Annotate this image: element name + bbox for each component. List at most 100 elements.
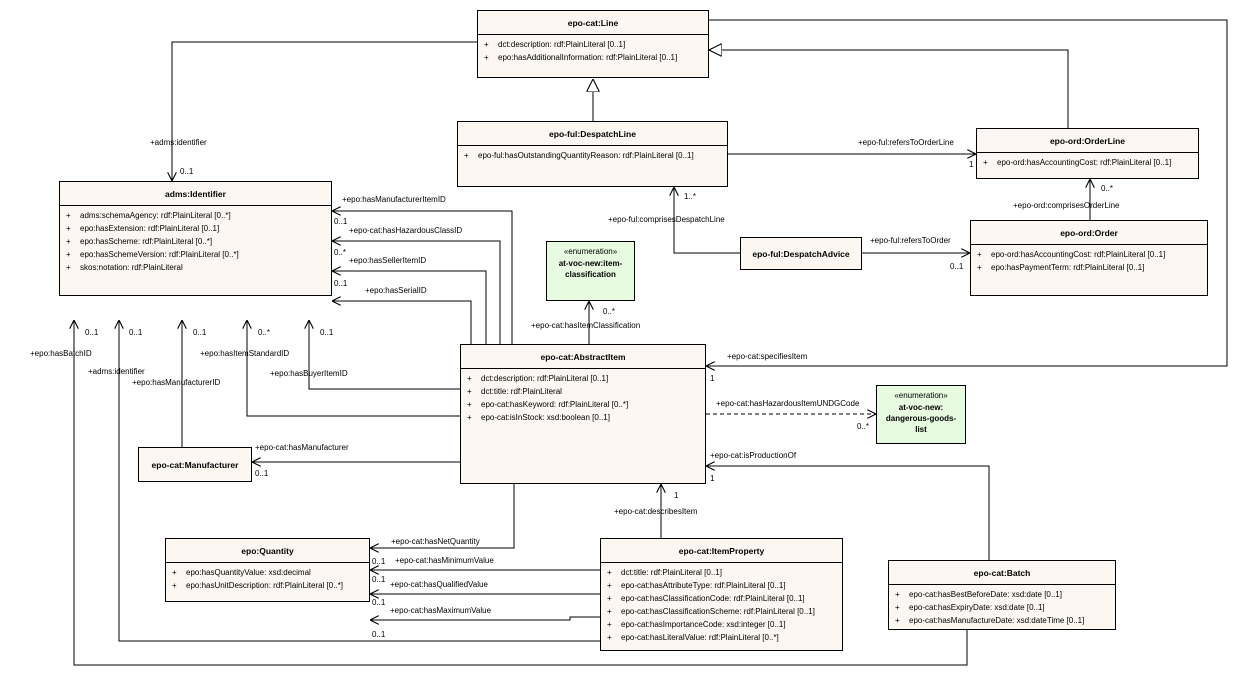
role-label: +epo-cat:hasItemClassification	[531, 321, 641, 330]
multiplicity-label: 0..1	[334, 279, 348, 288]
role-label: +epo-cat:describesItem	[614, 507, 698, 516]
class-order[interactable]: epo-ord:Order +epo-ord:hasAccountingCost…	[970, 220, 1208, 296]
class-despatch-advice-name: epo-ful:DespatchAdvice	[752, 248, 850, 259]
attribute: epo-cat:hasExpiryDate: xsd:date [0..1]	[909, 603, 1045, 612]
attribute: epo-cat:hasLiteralValue: rdf:PlainLitera…	[621, 633, 779, 642]
class-item-property-name: epo-cat:ItemProperty	[601, 539, 842, 563]
enum-dangerous-goods-list[interactable]: «enumeration» at-voc-new: dangerous-good…	[876, 385, 966, 444]
class-line[interactable]: epo-cat:Line +dct:description: rdf:Plain…	[477, 10, 709, 78]
class-item-property[interactable]: epo-cat:ItemProperty +dct:title: rdf:Pla…	[600, 538, 843, 651]
edge-has-manufacturer-item-id	[332, 211, 513, 344]
attribute: epo:hasUnitDescription: rdf:PlainLiteral…	[186, 581, 343, 590]
attribute: dct:title: rdf:PlainLiteral	[481, 387, 562, 396]
attribute: epo-cat:hasImportanceCode: xsd:integer […	[621, 620, 786, 629]
attribute: epo:hasExtension: rdf:PlainLiteral [0..1…	[80, 224, 220, 233]
class-quantity[interactable]: epo:Quantity +epo:hasQuantityValue: xsd:…	[165, 538, 370, 602]
class-manufacturer-name: epo-cat:Manufacturer	[151, 459, 239, 470]
role-label: +epo:hasSellerItemID	[349, 256, 427, 265]
multiplicity-label: 0..1	[193, 328, 207, 337]
edge-has-seller-item-id	[332, 271, 487, 344]
role-label: +epo-cat:hasHazardousClassID	[349, 226, 463, 235]
edge-has-serial-id	[332, 301, 472, 344]
attribute: epo-ord:hasAccountingCost: rdf:PlainLite…	[997, 158, 1172, 167]
multiplicity-label: 0..*	[1101, 184, 1114, 193]
role-label: +epo-cat:hasManufacturer	[255, 443, 349, 452]
attribute: adms:schemaAgency: rdf:PlainLiteral [0..…	[80, 211, 231, 220]
edge-line-identifier	[172, 41, 477, 181]
class-abstract-item[interactable]: epo-cat:AbstractItem +dct:description: r…	[460, 344, 706, 484]
multiplicity-label: 1	[710, 474, 715, 483]
role-label: +epo-ful:refersToOrderLine	[858, 138, 954, 147]
enum-item-classification-name: at-voc-new:item-classification	[558, 259, 623, 279]
multiplicity-label: 0..1	[85, 328, 99, 337]
role-label: +epo-ord:comprisesOrderLine	[1013, 201, 1120, 210]
multiplicity-label: 1	[710, 374, 715, 383]
role-label: +epo-cat:hasNetQuantity	[391, 537, 480, 546]
role-label: +epo:hasItemStandardID	[200, 349, 290, 358]
class-line-name: epo-cat:Line	[478, 11, 708, 35]
edge-is-production-of	[706, 466, 990, 560]
edge-has-maximum-value	[370, 617, 600, 620]
class-order-name: epo-ord:Order	[971, 221, 1207, 245]
role-label: +epo-ful:refersToOrder	[870, 236, 951, 245]
attribute: epo:hasAdditionalInformation: rdf:PlainL…	[498, 53, 678, 62]
role-label: +epo-ful:comprisesDespatchLine	[608, 215, 725, 224]
role-label: +epo-cat:hasMaximumValue	[390, 606, 492, 615]
role-label: +adms:identifier	[88, 367, 145, 376]
role-label: +epo-cat:specifiesItem	[727, 352, 808, 361]
attribute: epo-ful:hasOutstandingQuantityReason: rd…	[478, 151, 694, 160]
class-abstract-item-name: epo-cat:AbstractItem	[461, 345, 705, 369]
attribute: skos:notation: rdf:PlainLiteral	[80, 263, 183, 272]
role-label: +adms:identifier	[150, 138, 207, 147]
attribute: epo-cat:hasManufactureDate: xsd:dateTime…	[909, 616, 1085, 625]
class-identifier[interactable]: adms:Identifier +adms:schemaAgency: rdf:…	[59, 181, 332, 296]
multiplicity-label: 0..1	[255, 469, 269, 478]
attribute: dct:description: rdf:PlainLiteral [0..1]	[498, 40, 626, 49]
multiplicity-label: 0..1	[372, 630, 386, 639]
edge-has-net-quantity	[370, 484, 515, 548]
attribute: epo:hasQuantityValue: xsd:decimal	[186, 568, 311, 577]
multiplicity-label: 0..1	[320, 328, 334, 337]
multiplicity-label: 1	[674, 491, 679, 500]
enum-item-classification[interactable]: «enumeration» at-voc-new:item-classifica…	[546, 241, 635, 301]
class-despatch-line[interactable]: epo-ful:DespatchLine +epo-ful:hasOutstan…	[457, 121, 728, 187]
class-order-line[interactable]: epo-ord:OrderLine +epo-ord:hasAccounting…	[976, 128, 1199, 179]
attribute: dct:description: rdf:PlainLiteral [0..1]	[481, 374, 609, 383]
role-label: +epo:hasManufacturerItemID	[342, 195, 446, 204]
edge-has-buyer-item-id	[309, 320, 460, 390]
multiplicity-label: 0..1	[372, 575, 386, 584]
multiplicity-label: 0..1	[950, 262, 964, 271]
attribute: epo-cat:hasKeyword: rdf:PlainLiteral [0.…	[481, 400, 629, 409]
attribute: epo:hasScheme: rdf:PlainLiteral [0..*]	[80, 237, 213, 246]
edge-batch-identifier	[74, 320, 968, 666]
edge-comprises-despatch-line	[674, 187, 740, 254]
multiplicity-label: 0..*	[334, 248, 347, 257]
multiplicity-label: 0..1	[372, 598, 386, 607]
role-label: +epo:hasBuyerItemID	[270, 369, 348, 378]
multiplicity-label: 0..1	[372, 557, 386, 566]
role-label: +epo-cat:hasMinimumValue	[395, 556, 494, 565]
multiplicity-label: 1	[969, 160, 974, 169]
multiplicity-label: 0..1	[129, 328, 143, 337]
role-label: +epo:hasManufacturerID	[132, 378, 221, 387]
class-despatch-advice[interactable]: epo-ful:DespatchAdvice	[740, 237, 862, 270]
edge-specifies-item	[706, 19, 1228, 366]
enum-stereotype: «enumeration»	[563, 247, 618, 256]
multiplicity-label: 0..1	[334, 217, 348, 226]
role-label: +epo:hasSerialID	[365, 286, 427, 295]
role-label: +epo-cat:isProductionOf	[710, 451, 797, 460]
multiplicity-label: 1..*	[684, 192, 697, 201]
attribute: epo:hasSchemeVersion: rdf:PlainLiteral […	[80, 250, 239, 259]
class-despatch-line-name: epo-ful:DespatchLine	[458, 122, 727, 146]
enum-stereotype: «enumeration»	[894, 391, 948, 400]
multiplicity-label: 0..1	[180, 167, 194, 176]
attribute: epo-ord:hasAccountingCost: rdf:PlainLite…	[991, 250, 1166, 259]
attribute: epo-cat:hasAttributeType: rdf:PlainLiter…	[621, 581, 786, 590]
class-manufacturer[interactable]: epo-cat:Manufacturer	[138, 447, 252, 482]
attribute: dct:title: rdf:PlainLiteral [0..1]	[621, 568, 722, 577]
class-batch[interactable]: epo-cat:Batch +epo-cat:hasBestBeforeDate…	[888, 560, 1116, 630]
edge-has-hazardous-class-id	[332, 241, 501, 344]
class-batch-name: epo-cat:Batch	[889, 561, 1115, 585]
edge-has-item-standard-id	[247, 320, 460, 417]
